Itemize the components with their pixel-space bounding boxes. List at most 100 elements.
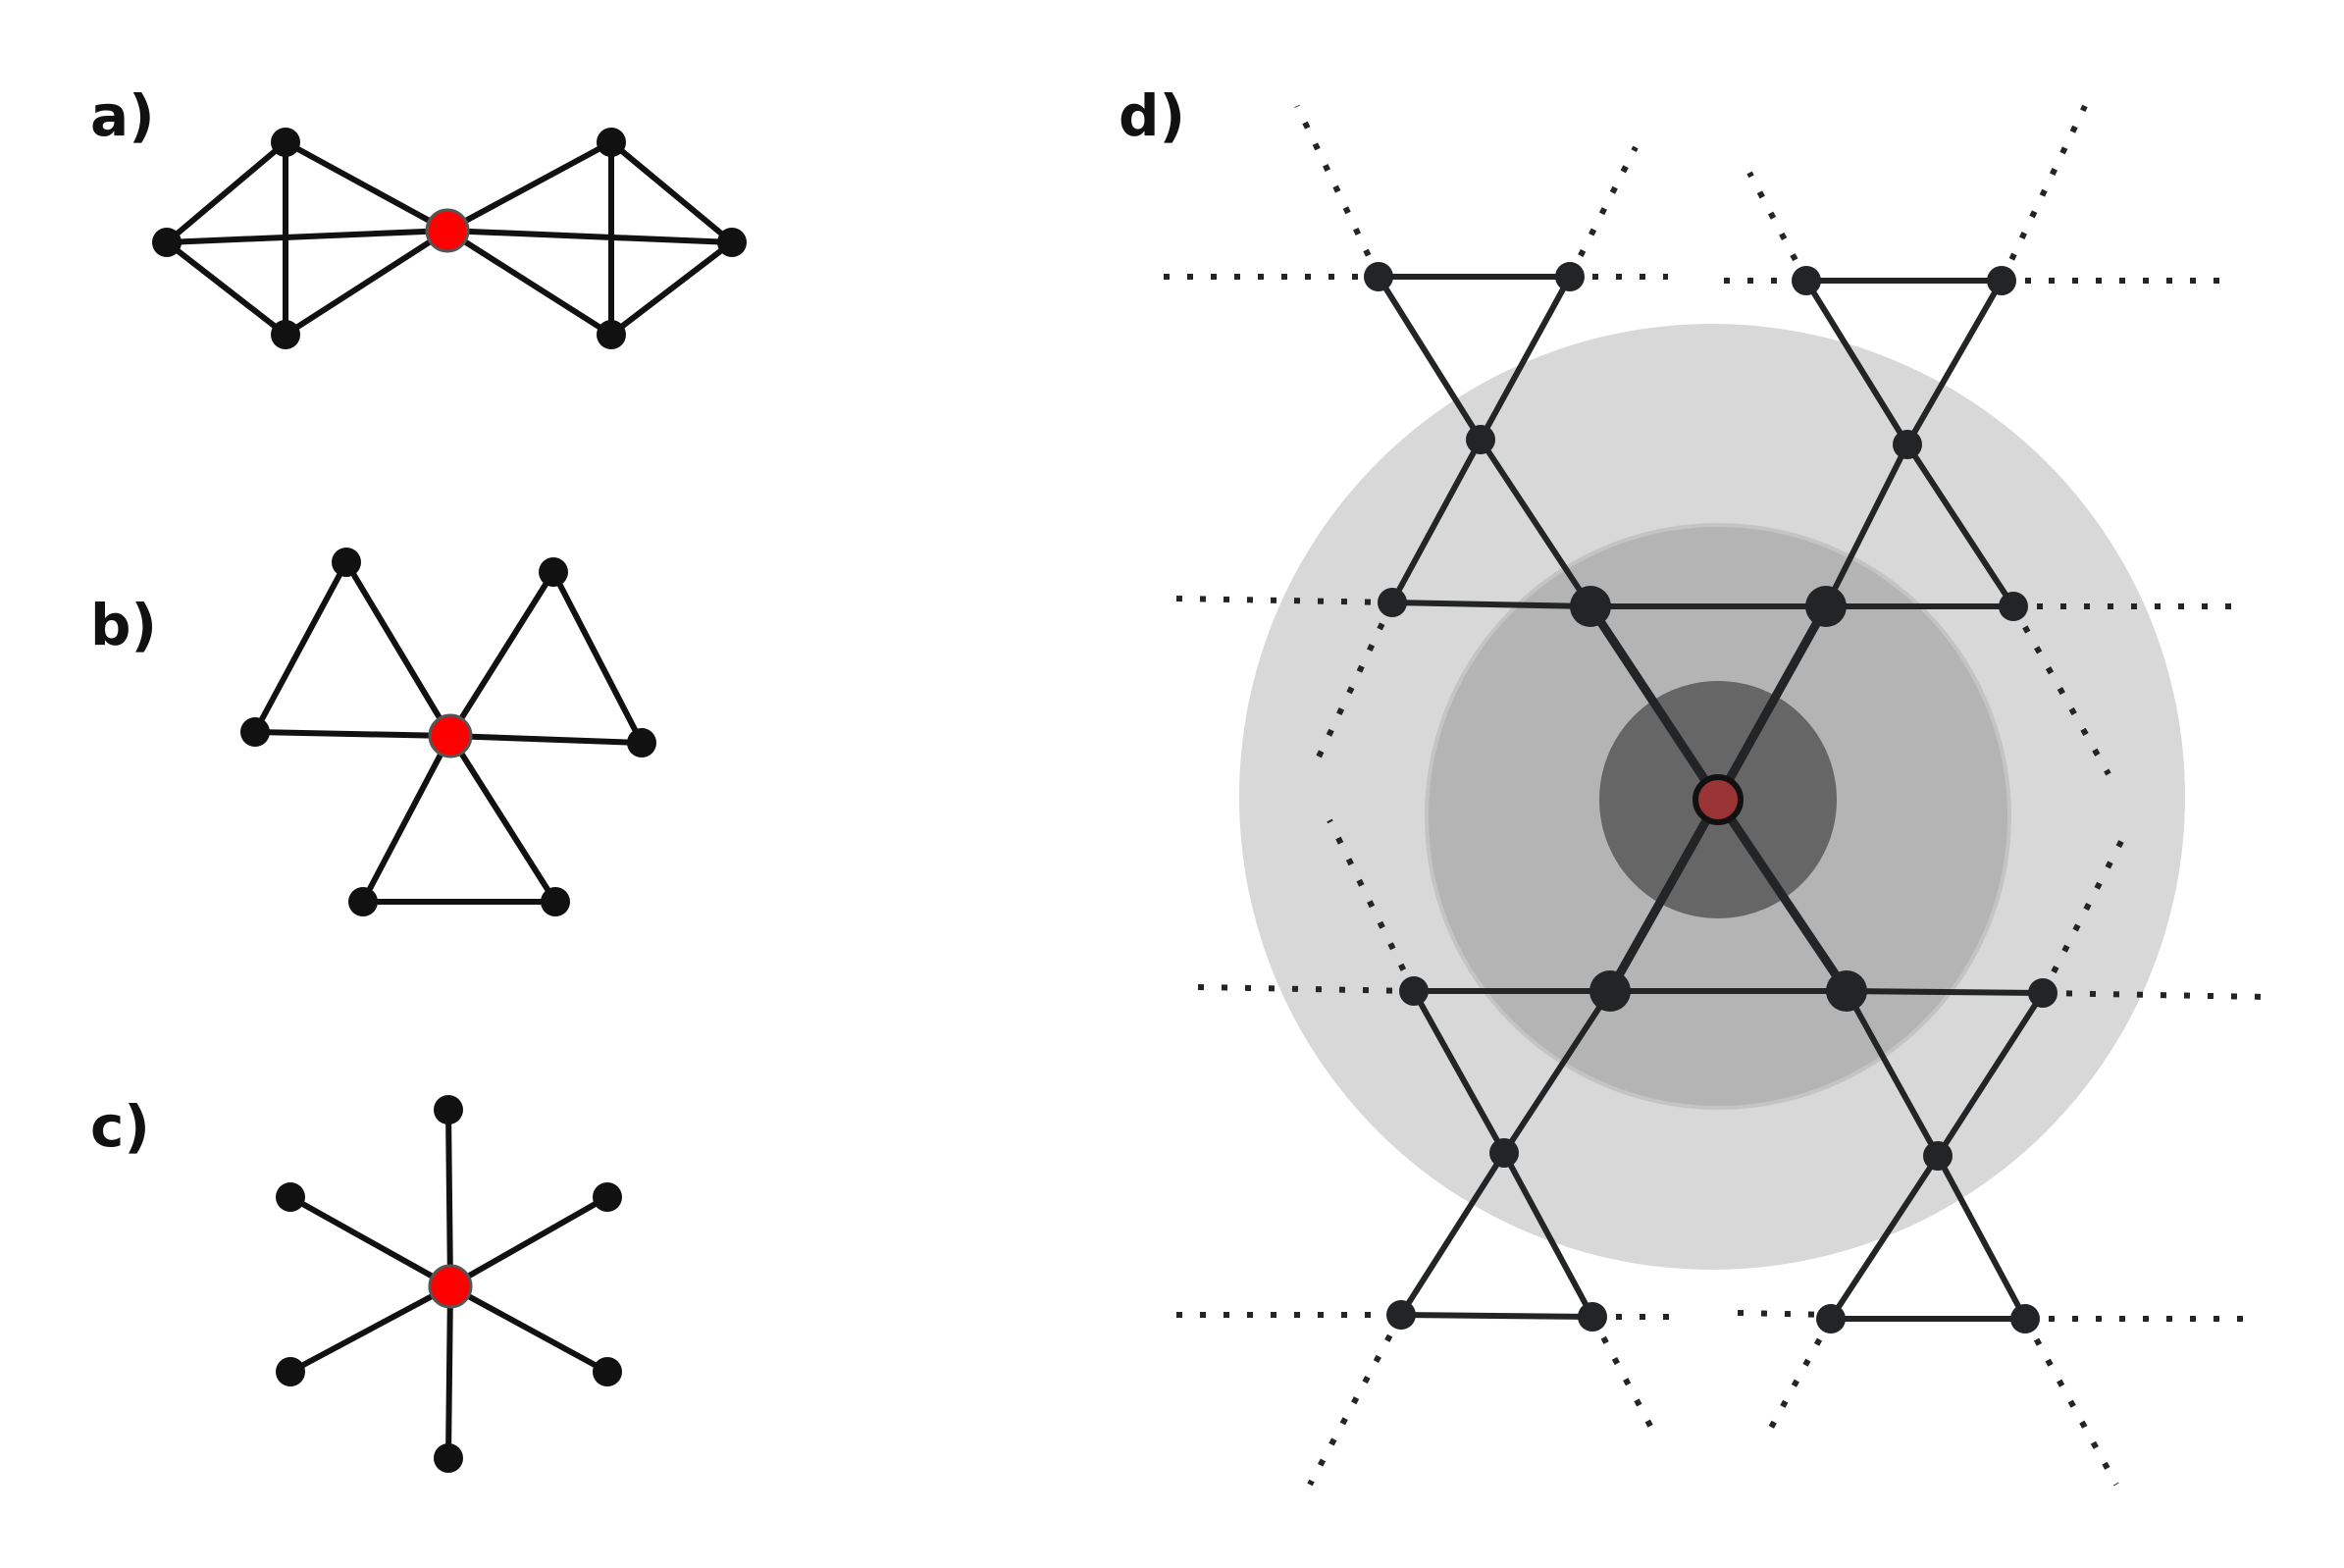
panel-b: b) (90, 548, 656, 916)
panel-b-nodes (240, 548, 656, 916)
node (1399, 976, 1429, 1006)
edge (1501, 988, 1613, 1156)
edge (1823, 442, 1910, 609)
edge (1904, 442, 2016, 609)
edge (1389, 600, 1593, 609)
panel-c-center-node (428, 1264, 473, 1309)
node (539, 557, 568, 587)
panel-d-center-node (1693, 774, 1744, 825)
edge (444, 139, 614, 234)
node (1364, 262, 1393, 291)
edge (2010, 604, 2111, 776)
edge (1935, 1153, 2028, 1322)
node (1555, 262, 1585, 291)
node (276, 1357, 305, 1386)
edge (1605, 795, 1723, 996)
edge (444, 228, 735, 245)
node (152, 228, 182, 257)
lattice-nodes (1364, 262, 2058, 1333)
node (541, 887, 570, 916)
edge (445, 1107, 453, 1289)
edge (1713, 601, 1831, 805)
node (1386, 1300, 1416, 1330)
panel-c: c) (90, 1093, 622, 1473)
edge (1586, 601, 1723, 805)
node (271, 128, 300, 157)
edge (1844, 988, 2046, 996)
edge (1307, 1313, 1404, 1487)
edge (1935, 990, 2046, 1159)
edge (444, 228, 614, 338)
edge (1501, 1150, 1595, 1320)
edge (1294, 104, 1381, 279)
node (240, 717, 270, 747)
node (1893, 430, 1922, 459)
node (1999, 592, 2028, 621)
edge (164, 239, 288, 338)
node (276, 1182, 305, 1212)
edge (252, 729, 453, 739)
panel-a-nodes (152, 128, 747, 349)
edge (1478, 274, 1573, 443)
edge (447, 569, 556, 739)
edge (608, 139, 735, 245)
edge (360, 733, 453, 905)
edge (608, 239, 735, 338)
edge (447, 733, 645, 746)
panel-d-label: d) (1119, 82, 1185, 149)
edge (164, 139, 288, 245)
node (597, 128, 626, 157)
lattice-edges (1376, 274, 2046, 1322)
node (1805, 586, 1847, 627)
edge (1999, 104, 2088, 283)
panel-b-center-node (428, 713, 473, 758)
edge (283, 228, 450, 338)
panel-b-label: b) (90, 592, 157, 658)
edge (1327, 818, 1417, 993)
panel-c-label: c) (90, 1093, 150, 1160)
edge (447, 733, 558, 905)
edge (550, 569, 645, 746)
node (1923, 1141, 1953, 1171)
node (1578, 1302, 1607, 1332)
node (1826, 970, 1867, 1012)
node (593, 1182, 622, 1212)
edge (1567, 145, 1639, 279)
edge (1713, 795, 1851, 996)
node (348, 887, 378, 916)
node (1378, 588, 1407, 617)
edge (1478, 437, 1593, 609)
panel-c-nodes (276, 1095, 622, 1473)
panel-b-edges (252, 559, 645, 905)
panel-c-edges (287, 1107, 610, 1461)
node (332, 548, 361, 577)
edge (447, 1283, 610, 1375)
node (1570, 586, 1611, 627)
node (434, 1095, 463, 1124)
edge (1803, 278, 1910, 447)
edge (1376, 274, 1484, 443)
node (1816, 1304, 1846, 1333)
edge (164, 228, 450, 245)
node (1589, 970, 1631, 1012)
edge (1411, 988, 1507, 1156)
edge (1844, 988, 1941, 1159)
panel-a-label: a) (90, 82, 155, 149)
node (593, 1357, 622, 1386)
panel-a-edges (164, 139, 735, 338)
lattice-continuation-lines (1164, 104, 2267, 1487)
edge (1398, 1150, 1507, 1318)
panel-a-center-node (425, 208, 470, 253)
node (2028, 978, 2058, 1008)
node (434, 1443, 463, 1473)
node (2010, 1304, 2040, 1333)
node (271, 320, 300, 349)
edge (1904, 278, 2005, 447)
edge (1389, 437, 1484, 605)
edge (287, 1194, 453, 1289)
edge (1589, 1315, 1654, 1430)
edge (1398, 1312, 1595, 1320)
edge (1746, 171, 1809, 283)
panel-d: d) (1119, 82, 2267, 1487)
